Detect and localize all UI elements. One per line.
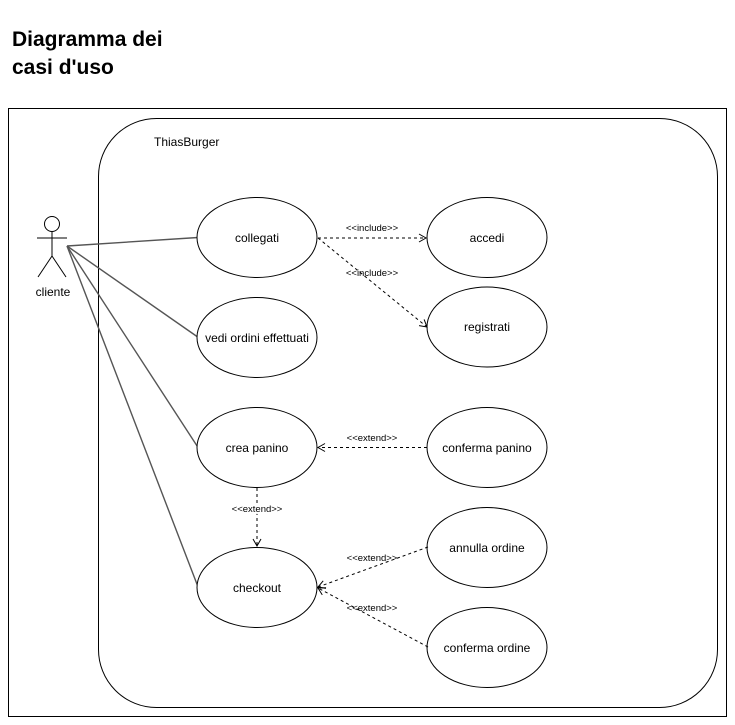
use-case-registrati[interactable]: registrati (426, 286, 548, 368)
association-crea-panino[interactable] (66, 245, 202, 453)
use-case-conferma-panino[interactable]: conferma panino (426, 407, 548, 488)
association-vedi-ordini[interactable] (66, 245, 203, 341)
include-label-accedi: <<include>> (346, 223, 399, 234)
use-case-collegati-label: collegati (235, 231, 279, 245)
extend-label-annulla-ordine: <<extend>> (347, 553, 398, 564)
page-title-line-1: Diagramma dei (12, 28, 163, 51)
actor-right-leg (51, 255, 67, 278)
extend-label-conferma-ordine: <<extend>> (347, 603, 398, 614)
system-name: ThiasBurger (154, 135, 219, 149)
extend-arrow-annulla-ordine[interactable] (317, 546, 429, 589)
use-case-crea-panino[interactable]: crea panino (196, 407, 318, 488)
use-case-vedi-ordini-effettuati[interactable]: vedi ordini effettuati (196, 297, 318, 378)
actor-cliente[interactable]: cliente (36, 216, 71, 300)
actor-left-leg (37, 255, 53, 278)
use-case-conferma-panino-label: conferma panino (442, 441, 532, 455)
use-case-crea-panino-label: crea panino (226, 441, 289, 455)
extend-label-conferma-panino: <<extend>> (347, 433, 398, 444)
association-checkout[interactable] (66, 245, 201, 593)
use-case-collegati[interactable]: collegati (196, 197, 318, 278)
extend-arrow-conferma-ordine[interactable] (317, 587, 429, 648)
actor-label: cliente (36, 285, 71, 299)
use-case-accedi[interactable]: accedi (426, 197, 548, 278)
use-case-annulla-ordine[interactable]: annulla ordine (426, 507, 548, 588)
use-case-registrati-label: registrati (464, 320, 510, 334)
page-title: Diagramma dei casi d'uso (12, 26, 163, 82)
include-arrow-registrati[interactable] (317, 237, 428, 328)
association-collegati[interactable] (66, 236, 199, 247)
page-title-line-2: casi d'uso (12, 56, 114, 79)
use-case-vedi-ordini-label: vedi ordini effettuati (205, 331, 309, 345)
use-case-accedi-label: accedi (470, 231, 505, 245)
use-case-conferma-ordine[interactable]: conferma ordine (426, 607, 548, 688)
actor-head (44, 216, 60, 232)
use-case-annulla-ordine-label: annulla ordine (449, 541, 525, 555)
extend-label-checkout: <<extend>> (232, 504, 283, 515)
diagram-frame (8, 108, 727, 717)
use-case-checkout-label: checkout (233, 581, 282, 595)
use-case-checkout[interactable]: checkout (196, 547, 318, 628)
system-boundary (98, 118, 718, 708)
use-case-conferma-ordine-label: conferma ordine (444, 641, 531, 655)
include-label-registrati: <<include>> (346, 268, 399, 279)
